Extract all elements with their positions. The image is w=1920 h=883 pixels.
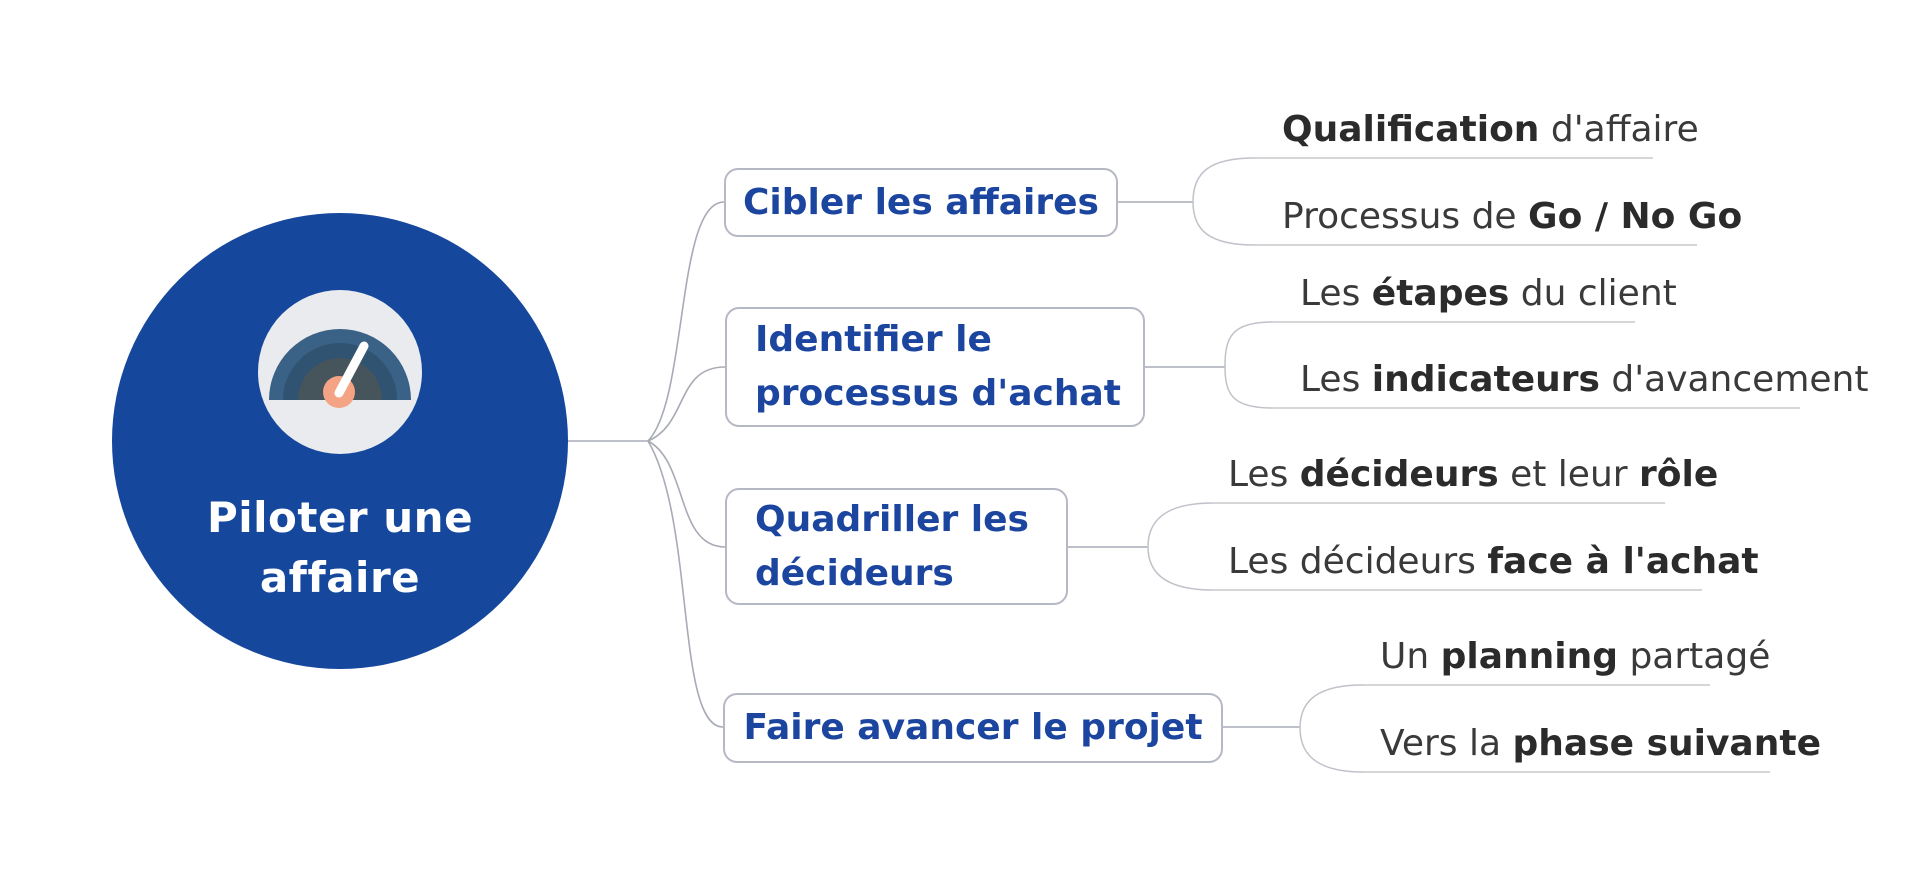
leaf-text-bold: face à l'achat [1487, 541, 1759, 582]
leaf-topic-phase-suivante[interactable]: Vers la phase suivante [1380, 722, 1821, 766]
gauge-icon [258, 290, 422, 454]
leaf-text-bold: étapes [1371, 273, 1510, 314]
connector-branch4-bracket [1299, 684, 1364, 773]
leaf-text: d'avancement [1599, 359, 1869, 400]
leaf-text: Les décideurs [1228, 541, 1488, 582]
leaf-text: du client [1509, 273, 1677, 314]
leaf-text-bold: planning [1440, 636, 1619, 677]
branch-topic-label: Identifier le processus d'achat [755, 319, 1122, 414]
leaf-topic-etapes-client[interactable]: Les étapes du client [1300, 272, 1677, 316]
leaf-text: partagé [1618, 636, 1771, 677]
connector-root-branch-4 [647, 440, 724, 728]
connector-branch2-bracket [1224, 321, 1273, 409]
leaf-text-bold: phase suivante [1512, 723, 1821, 764]
leaf-topic-planning[interactable]: Un planning partagé [1380, 635, 1770, 679]
central-title-line2: affaire [259, 553, 421, 602]
leaf-topic-qualification[interactable]: Qualification d'affaire [1282, 108, 1699, 152]
central-title-line1: Piloter une [206, 493, 474, 542]
leaf-topic-decideurs-role[interactable]: Les décideurs et leur rôle [1228, 453, 1718, 497]
branch-topic-label: Quadriller les décideurs [755, 498, 1029, 594]
connector-branch3-bracket [1147, 502, 1214, 591]
connector-branch1-bracket [1192, 157, 1256, 246]
branch-topic-quadriller[interactable]: Quadriller les décideurs [725, 488, 1068, 605]
leaf-text: Les [1228, 454, 1300, 495]
connector-root-branch-2 [647, 366, 726, 442]
leaf-text-bold: indicateurs [1371, 359, 1600, 400]
leaf-topic-decideurs-achat[interactable]: Les décideurs face à l'achat [1228, 540, 1759, 584]
connector-root-branch-1 [647, 201, 725, 442]
central-topic[interactable]: Piloter une affaire [112, 213, 568, 669]
branch-topic-faire[interactable]: Faire avancer le projet [723, 693, 1223, 763]
leaf-text: Vers la [1380, 723, 1513, 764]
leaf-topic-indicateurs[interactable]: Les indicateurs d'avancement [1300, 358, 1868, 402]
branch-topic-label: Faire avancer le projet [743, 707, 1203, 748]
leaf-text: Un [1380, 636, 1441, 677]
leaf-text-bold: Go / No Go [1528, 196, 1743, 237]
leaf-text: Les [1300, 273, 1372, 314]
leaf-text-bold: rôle [1639, 454, 1719, 495]
leaf-text-bold: décideurs [1299, 454, 1499, 495]
central-topic-title: Piloter une affaire [112, 488, 568, 608]
leaf-text-bold: Qualification [1282, 109, 1540, 150]
leaf-text: Les [1300, 359, 1372, 400]
branch-topic-cibler[interactable]: Cibler les affaires [724, 168, 1118, 237]
leaf-text: Processus de [1282, 196, 1529, 237]
connector-root-branch-3 [647, 440, 726, 548]
leaf-text: d'affaire [1539, 109, 1699, 150]
leaf-text: et leur [1498, 454, 1640, 495]
branch-topic-identifier[interactable]: Identifier le processus d'achat [725, 307, 1145, 427]
leaf-topic-go-no-go[interactable]: Processus de Go / No Go [1282, 195, 1742, 239]
branch-topic-label: Cibler les affaires [743, 181, 1099, 223]
